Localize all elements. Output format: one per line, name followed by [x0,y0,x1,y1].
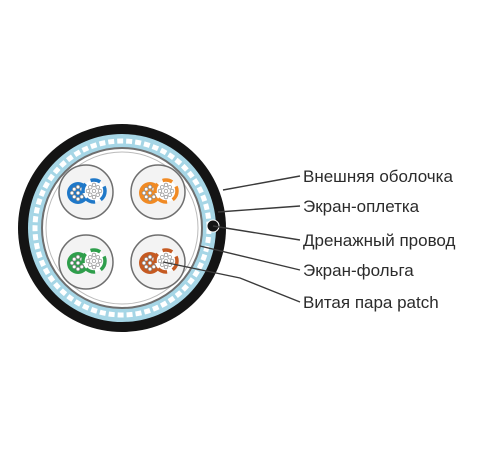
leader-line-foil [199,245,301,271]
leader-line-drain-wire [212,225,301,241]
label-braid-shield: Экран-оплетка [303,197,420,216]
label-twisted-pair: Витая пара patch [303,293,439,312]
label-drain-wire: Дренажный провод [303,231,456,250]
twisted-pair-orange [130,164,186,220]
conductor-white-green [81,248,107,274]
leader-line-twisted-pair [162,261,301,303]
twisted-pair-green [58,234,114,290]
twisted-pair-brown [130,234,186,290]
leader-line-braid [217,205,301,213]
conductor-white-blue [81,178,107,204]
leader-lines [162,175,301,303]
twisted-pairs [58,164,186,290]
leader-line-outer-jacket [222,175,301,191]
conductor-white-brown [153,248,179,274]
label-outer-jacket: Внешняя оболочка [303,167,453,186]
twisted-pair-blue [58,164,114,220]
label-foil-shield: Экран-фольга [303,261,414,280]
conductor-white-orange [153,178,179,204]
